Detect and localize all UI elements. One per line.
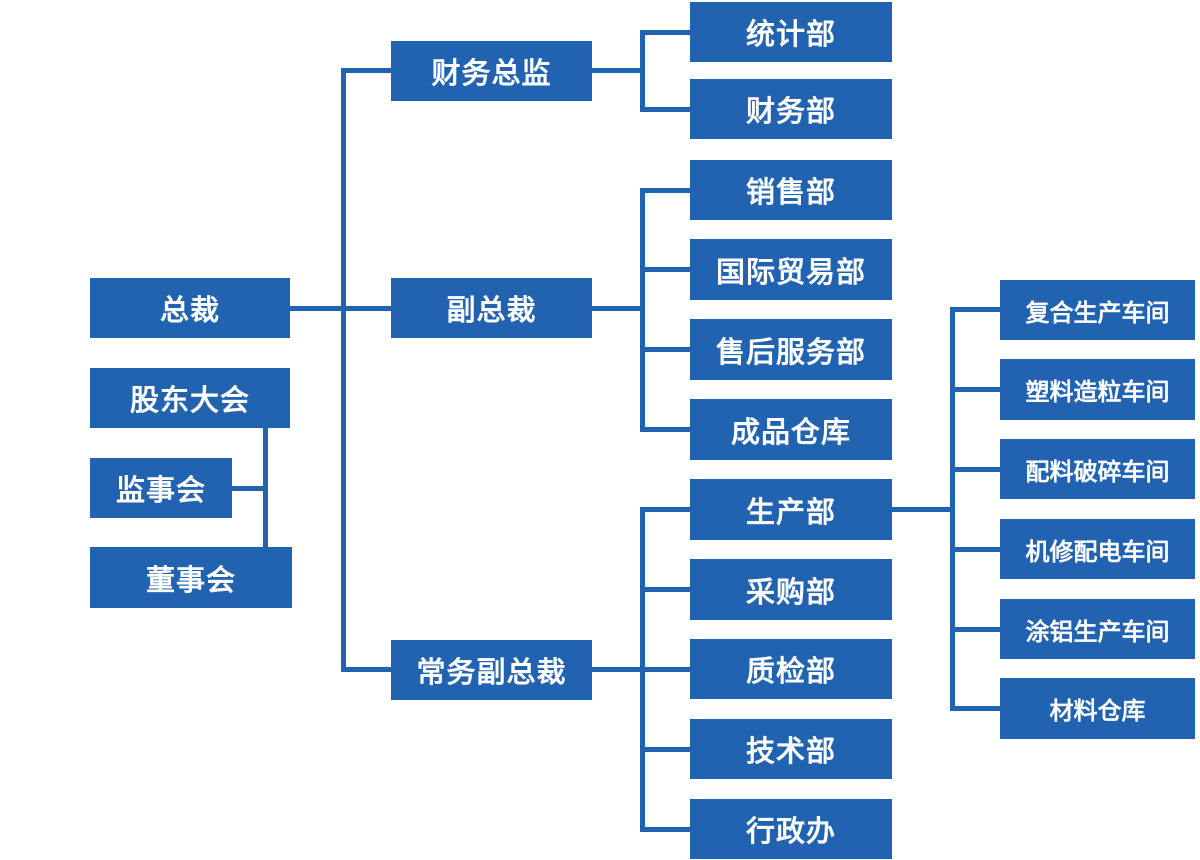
connector-stub-purchasing — [640, 587, 690, 592]
org-node-aluminum-coating-workshop[interactable]: 涂铝生产车间 — [1000, 599, 1195, 659]
connector-stub-plastic — [950, 387, 1000, 392]
connector-president-vp — [290, 306, 391, 311]
org-node-board-of-directors[interactable]: 董事会 — [90, 547, 292, 608]
org-node-composite-production-workshop[interactable]: 复合生产车间 — [1000, 280, 1195, 340]
org-node-materials-warehouse[interactable]: 材料仓库 — [1000, 678, 1195, 739]
org-node-vice-president[interactable]: 副总裁 — [391, 278, 592, 338]
org-node-shareholders-meeting[interactable]: 股东大会 — [90, 368, 290, 428]
org-node-finished-goods-warehouse[interactable]: 成品仓库 — [690, 399, 892, 460]
connector-vp-bracket — [592, 306, 645, 311]
org-node-purchasing-dept[interactable]: 采购部 — [690, 559, 892, 620]
connector-stub-sales — [640, 188, 690, 193]
org-node-machine-repair-power-workshop[interactable]: 机修配电车间 — [1000, 519, 1195, 579]
org-node-president[interactable]: 总裁 — [90, 278, 290, 338]
org-node-technology-dept[interactable]: 技术部 — [690, 719, 892, 779]
connector-stub-international-trade — [640, 267, 690, 272]
connector-stub-materials-warehouse — [950, 706, 1000, 711]
connector-supervisory-stub — [230, 486, 268, 491]
org-node-after-sales-service-dept[interactable]: 售后服务部 — [690, 319, 892, 380]
connector-stub-machine-repair — [950, 547, 1000, 552]
connector-stub-statistics — [640, 30, 690, 35]
org-node-finance-dept[interactable]: 财务部 — [690, 79, 892, 139]
org-node-sales-dept[interactable]: 销售部 — [690, 160, 892, 220]
connector-stub-finance — [640, 107, 690, 112]
connector-stub-composite — [950, 307, 1000, 312]
connector-stub-production — [640, 507, 690, 512]
connector-stub-after-sales — [640, 347, 690, 352]
connector-stub-administration — [640, 827, 690, 832]
connector-cfo-bracket — [592, 68, 645, 73]
org-node-supervisory-board[interactable]: 监事会 — [90, 458, 232, 518]
org-node-material-crushing-workshop[interactable]: 配料破碎车间 — [1000, 439, 1195, 499]
org-node-production-dept[interactable]: 生产部 — [690, 479, 892, 540]
connector-production-bracket — [892, 507, 955, 512]
connector-stub-technology — [640, 747, 690, 752]
connector-stub-aluminum — [950, 627, 1000, 632]
connector-bracket-evp-children — [640, 507, 645, 832]
connector-trunk-vertical — [341, 68, 346, 672]
org-node-statistics-dept[interactable]: 统计部 — [690, 2, 892, 62]
org-node-administration-office[interactable]: 行政办 — [690, 799, 892, 859]
org-node-plastic-granulation-workshop[interactable]: 塑料造粒车间 — [1000, 359, 1195, 420]
connector-stub-crushing — [950, 467, 1000, 472]
org-node-cfo[interactable]: 财务总监 — [391, 41, 592, 101]
connector-trunk-cfo — [341, 68, 391, 73]
org-node-quality-inspection-dept[interactable]: 质检部 — [690, 639, 892, 699]
connector-bracket-production-children — [950, 307, 955, 711]
connector-bracket-vp-children — [640, 188, 645, 432]
connector-bracket-cfo-children — [640, 30, 645, 112]
org-node-international-trade-dept[interactable]: 国际贸易部 — [690, 239, 892, 300]
connector-stub-finished-goods — [640, 427, 690, 432]
connector-trunk-evp — [341, 667, 392, 672]
org-node-executive-vice-president[interactable]: 常务副总裁 — [391, 640, 592, 700]
